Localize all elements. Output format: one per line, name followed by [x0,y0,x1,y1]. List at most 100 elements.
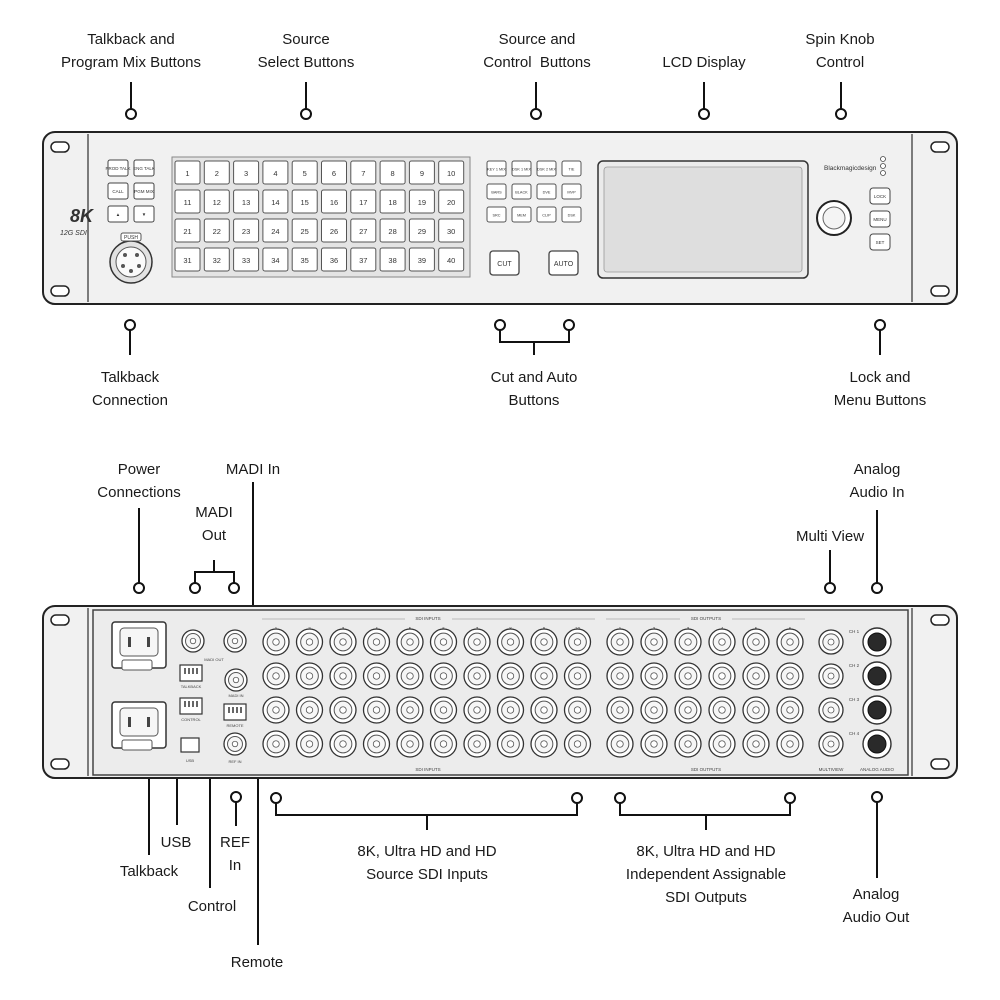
sdi-output-bnc-pin [718,740,726,748]
sdi-input-bnc-pin [272,672,280,680]
callout-lock-menu-dot [874,319,886,331]
sdi-output-bnc-pin [684,638,692,646]
sdi-input-bnc-pin [372,740,381,748]
source-button-number: 30 [447,227,455,236]
ref-in-label: REF IN [228,759,241,764]
control-port-pin [184,701,186,707]
remote-port-pin [228,707,230,713]
cut-button-label: CUT [497,261,512,268]
sdi-output-bnc-pin [616,740,624,748]
source-button-number: 34 [271,256,279,265]
control-button-label: DVE [543,191,551,195]
source-button [438,247,465,272]
power-pin [147,717,150,727]
source-button-number: 18 [388,198,396,207]
source-button [408,247,435,272]
source-button [174,160,201,185]
rack-mount-hole [50,285,70,297]
talkback-button [107,159,129,177]
remote-port-pin [236,707,238,713]
callout-sdi-outputs-dot-left [614,792,626,804]
source-button [379,247,406,272]
source-button [291,218,318,243]
source-button-number: 27 [359,227,367,236]
control-port-pin [196,701,198,707]
remote-port-label: REMOTE [226,723,243,728]
talkback-button-label: ▼ [142,212,146,217]
control-button [511,206,532,223]
menu-button-label: MENU [873,217,886,222]
control-port-label: CONTROL [181,717,201,722]
sdi-output-bnc-pin [650,706,658,714]
sdi-output-bnc-pin [684,740,692,748]
control-button [561,206,582,223]
source-button [203,189,230,214]
menu-button [869,187,891,205]
source-button [408,160,435,185]
source-button-number: 26 [330,227,338,236]
source-button-number: 37 [359,256,367,265]
sdi-input-bnc-pin [339,740,347,748]
callout-cut-auto-dot-right [563,319,575,331]
callout-connectors [124,82,886,945]
source-button-number: 1 [185,169,189,178]
madi-out-label: MADI OUT [204,657,224,662]
talkback-port-label: TALKBACK [181,684,202,689]
talkback-port-pin [184,668,186,674]
sdi-inputs-footer: SDI INPUTS [415,767,440,772]
label-analog-audio-in: Analog Audio In [849,461,905,501]
source-button [233,247,260,272]
source-button-number: 36 [330,256,338,265]
control-port [179,697,203,715]
analog-channel-label: CH 1 [849,629,860,634]
control-button [486,183,507,200]
sdi-input-bnc-pin [573,672,582,680]
sdi-inputs-header: SDI INPUTS [415,616,440,621]
source-button [291,247,318,272]
talkback-button-label: PGM MIX [134,189,154,194]
sdi-input-bnc-pin [372,706,381,714]
callout-talkback-connection-dot [124,319,136,331]
sdi-input-bnc-pin [372,672,381,680]
sdi-input-bnc-pin [305,638,314,646]
xlr-pin [135,253,139,257]
source-button [379,189,406,214]
sdi-input-bnc-pin [272,638,280,646]
auto-button-label: AUTO [554,261,574,268]
label-source-select: Source Select Buttons [257,31,355,71]
auto-button [548,250,579,276]
badge-8k: 8K [70,206,95,226]
madi-out-bnc-1-pin [189,637,197,645]
source-button [233,160,260,185]
source-button-number: 32 [213,256,221,265]
source-button-number: 23 [242,227,250,236]
source-button [262,160,289,185]
control-button [536,160,557,177]
control-button-label: MEM [517,214,526,218]
power-inlet-socket [119,707,159,737]
source-button-number: 19 [418,198,426,207]
source-button [379,160,406,185]
source-button [438,189,465,214]
multiview-bnc-pin [827,638,835,646]
spin-knob-inner [822,206,846,230]
source-button [203,247,230,272]
sdi-input-bnc-pin [506,672,515,680]
sdi-outputs-header: SDI OUTPUTS [691,616,721,621]
sdi-input-bnc-pin [406,740,414,748]
source-button-number: 16 [330,198,338,207]
source-button-number: 40 [447,256,455,265]
menu-button-label: LOCK [874,194,886,199]
talkback-port-pin [188,668,190,674]
sdi-output-bnc-pin [752,706,760,714]
sdi-input-bnc-pin [473,706,481,714]
rack-mount-hole [930,285,950,297]
source-button-number: 35 [301,256,309,265]
control-button-label: CLIP [542,214,551,218]
source-button-number: 17 [359,198,367,207]
control-button [561,160,582,177]
source-button [408,218,435,243]
